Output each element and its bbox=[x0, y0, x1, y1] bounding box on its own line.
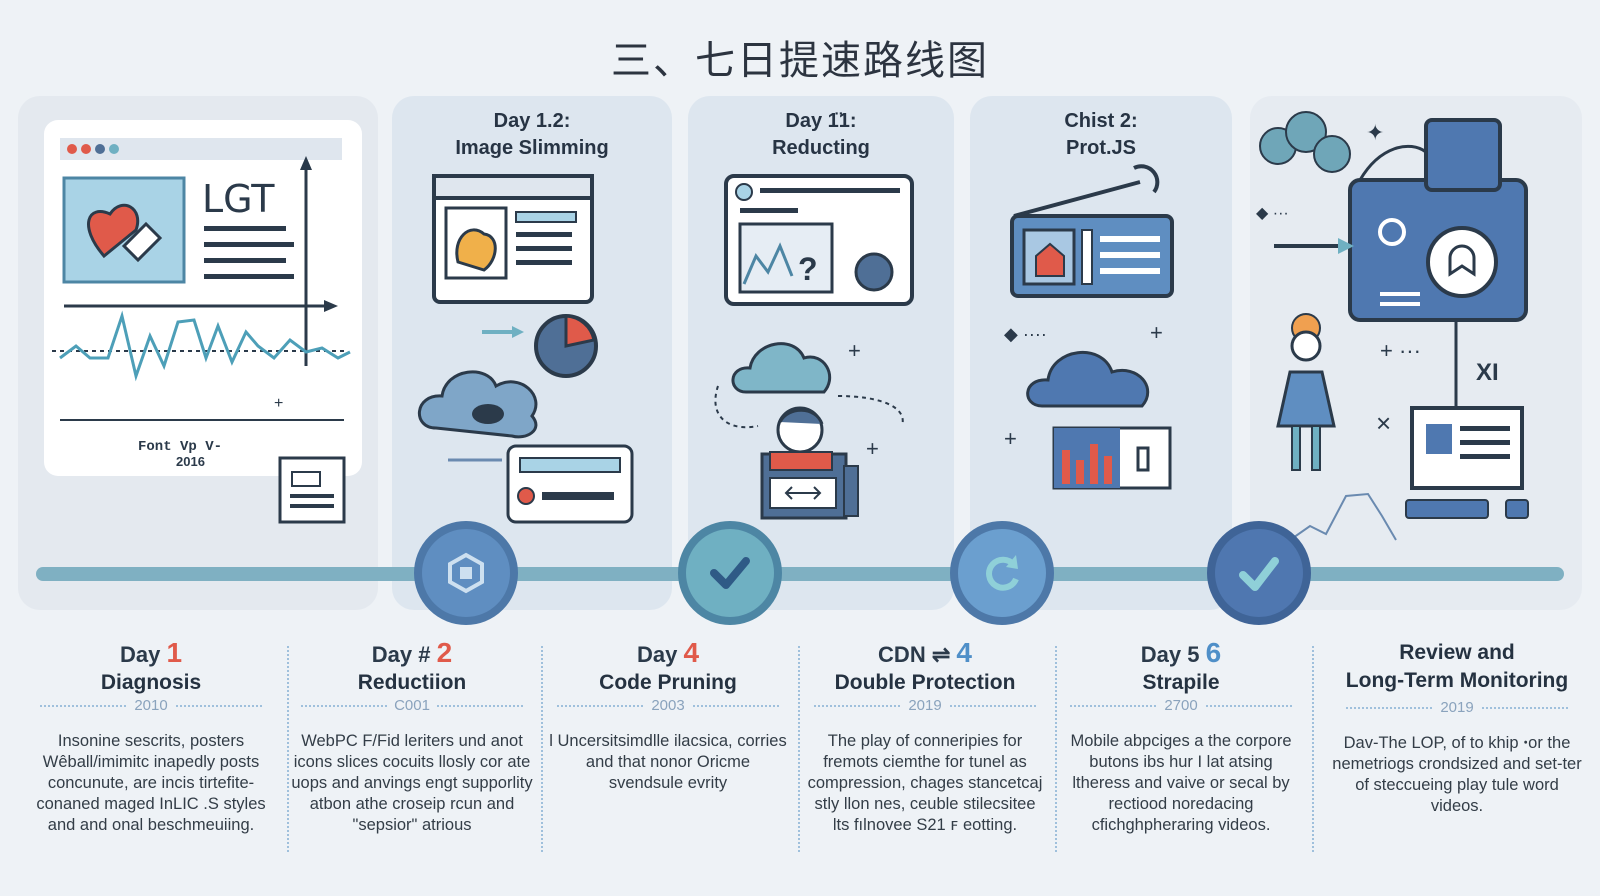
column-divider bbox=[798, 646, 800, 852]
milestone-node-1 bbox=[414, 521, 518, 625]
step-year: C001 bbox=[301, 697, 523, 725]
monitoring-illustration: ✦ ◆ ··· + ··· XI × bbox=[1256, 111, 1529, 541]
svg-text:×: × bbox=[1376, 408, 1391, 438]
svg-text:◆ ···: ◆ ··· bbox=[1256, 205, 1289, 222]
svg-text:+: + bbox=[274, 395, 283, 412]
step-description: The play of conneripies for fremots ciem… bbox=[807, 732, 1043, 834]
step-name: Code Pruning bbox=[599, 671, 737, 694]
svg-text:✦: ✦ bbox=[1366, 120, 1384, 145]
step-column-1: Day 1 Diagnosis 2010 Insonine sescrits, … bbox=[26, 637, 276, 836]
panel-title-line-1: Day 1̈1: bbox=[785, 110, 857, 132]
step-column-2: Day # 2 Reductiion C001 WebPC F/Fid leri… bbox=[287, 637, 537, 836]
column-divider bbox=[541, 646, 543, 852]
step-day: Day # 2 bbox=[371, 637, 453, 668]
step-description: Insonine sescrits, posters Wêball/imimit… bbox=[36, 732, 266, 834]
step-description: l Uncersitsimdlle ilacsica, corries and … bbox=[549, 732, 787, 792]
column-divider bbox=[1312, 646, 1314, 852]
step-year: 2019 bbox=[1346, 699, 1568, 727]
chart-caption: Font Vp V- bbox=[138, 439, 222, 455]
reducting-illustration: ? + + bbox=[714, 174, 914, 520]
step-name: Diagnosis bbox=[100, 671, 202, 694]
svg-text:+: + bbox=[848, 338, 861, 363]
step-year: 2003 bbox=[557, 697, 779, 725]
step-column-4: CDN ⇌ 4 Double Protection 2019 The play … bbox=[800, 637, 1050, 836]
panel-monitoring: ✦ ◆ ··· + ··· XI × bbox=[1250, 96, 1582, 610]
panel-title-line-2: Image Slimming bbox=[455, 137, 609, 159]
step-year: 2010 bbox=[40, 697, 262, 725]
step-day: Day 5 6 bbox=[1140, 637, 1222, 668]
step-year: 2700 bbox=[1070, 697, 1292, 725]
step-day: CDN ⇌ 4 bbox=[878, 637, 972, 668]
panel-protjs: Chist 2: Prot.JS ◆ ···· + + bbox=[970, 96, 1232, 610]
panel-title-line-1: Chist 2: bbox=[1064, 110, 1138, 132]
column-divider bbox=[1055, 646, 1057, 852]
svg-text:+: + bbox=[1150, 320, 1163, 345]
dashboard-illustration: LGT Font Vp V- 2016 + bbox=[44, 120, 362, 524]
step-column-6: Review and Long-Term Monitoring 2019 Dav… bbox=[1326, 637, 1588, 817]
page-title: 三、七日提速路线图 bbox=[611, 38, 989, 84]
panel-title: Day 1̈1: Reducting bbox=[688, 108, 954, 162]
step-description: Dav-The LOP, of to khip ꞏor the nemetrio… bbox=[1332, 734, 1582, 815]
panel-title: Day 1.2: Image Slimming bbox=[392, 108, 672, 162]
svg-text:◆ ····: ◆ ···· bbox=[1004, 324, 1047, 344]
cdn-illustration: ◆ ···· + + bbox=[1004, 164, 1174, 490]
milestone-node-4 bbox=[1207, 521, 1311, 625]
panel-diagnosis: LGT Font Vp V- 2016 + bbox=[18, 96, 378, 610]
panel-title: Chist 2: Prot.JS bbox=[970, 108, 1232, 162]
step-name: Double Protection bbox=[834, 671, 1016, 694]
step-column-3: Day 4 Code Pruning 2003 l Uncersitsimdll… bbox=[543, 637, 793, 794]
panel-image-slimming: Day 1.2: Image Slimming bbox=[392, 96, 672, 610]
step-name: Review and Long-Term Monitoring bbox=[1345, 641, 1569, 692]
checkmark-icon bbox=[1239, 557, 1279, 591]
timeline-bar bbox=[36, 567, 1564, 581]
panel-title-line-1: Day 1.2: bbox=[493, 110, 571, 132]
checkmark-icon bbox=[710, 557, 750, 589]
svg-text:+: + bbox=[1004, 426, 1017, 451]
hexagon-icon bbox=[448, 552, 484, 594]
milestone-node-3 bbox=[950, 521, 1054, 625]
step-description: Mobile abpciges a the corpore butons ibs… bbox=[1070, 732, 1292, 834]
svg-text:?: ? bbox=[798, 251, 818, 287]
chart-year: 2016 bbox=[176, 454, 205, 469]
svg-text:XI: XI bbox=[1476, 359, 1499, 386]
milestone-node-2 bbox=[678, 521, 782, 625]
column-divider bbox=[287, 646, 289, 852]
step-column-5: Day 5 6 Strapile 2700 Mobile abpciges a … bbox=[1056, 637, 1306, 836]
panel-title-line-2: Reducting bbox=[772, 137, 870, 159]
svg-text:+: + bbox=[866, 436, 879, 461]
step-name: Strapile bbox=[1142, 671, 1220, 694]
step-description: WebPC F/Fid leriters und anot icons slic… bbox=[291, 732, 533, 834]
svg-text:+ ···: + ··· bbox=[1380, 338, 1421, 363]
panel-reducting: Day 1̈1: Reducting ? + + bbox=[688, 96, 954, 610]
step-day: Day 1 bbox=[119, 637, 183, 668]
image-slimming-illustration bbox=[418, 174, 634, 524]
refresh-icon bbox=[986, 555, 1019, 591]
step-year: 2019 bbox=[814, 697, 1036, 725]
panel-title-line-2: Prot.JS bbox=[1065, 137, 1137, 159]
step-name: Reductiion bbox=[357, 671, 467, 694]
screen-label: LGT bbox=[202, 177, 275, 221]
step-day: Day 4 bbox=[636, 637, 700, 668]
